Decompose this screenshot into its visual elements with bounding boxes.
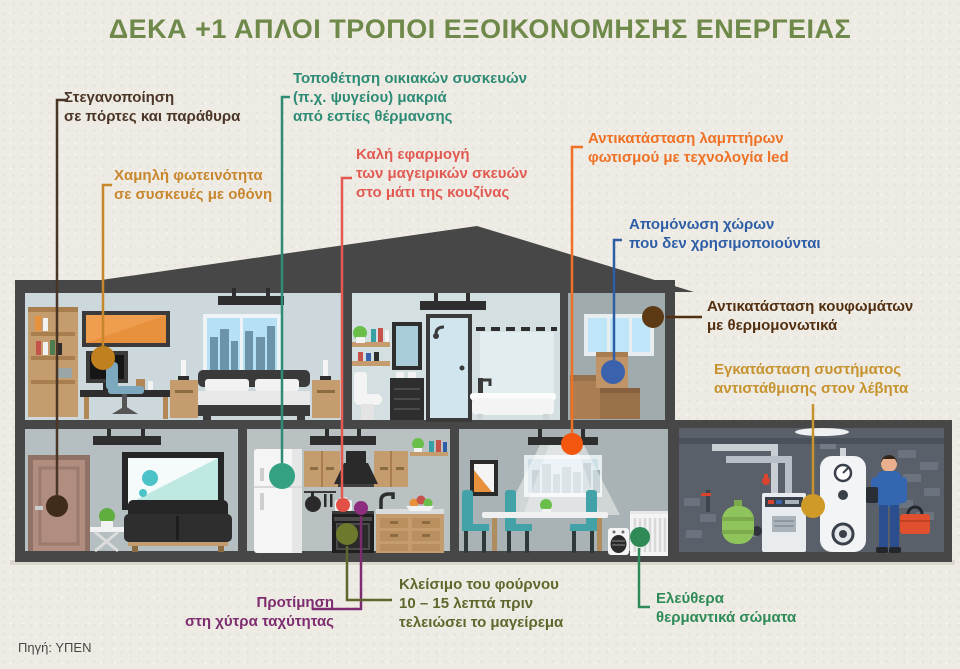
dining-wall-art: [470, 460, 498, 496]
tip-led-lighting: Αντικατάσταση λαμπτήρων φωτισμού με τεχν…: [588, 130, 789, 166]
hanging-utensils: [304, 491, 336, 512]
bathroom-shelves: [352, 326, 390, 366]
bathroom-fixtures: [352, 293, 557, 422]
tip-pressure-cooker: Προτίμηση στη χύτρα ταχύτητας: [184, 594, 334, 630]
shower-cabin: [426, 314, 472, 422]
tip-unobstructed-radiators: Ελεύθερα θερμαντικά σώματα: [656, 590, 797, 626]
expansion-tank: [722, 500, 754, 544]
basement-ceiling-duct: [679, 438, 944, 444]
tip-insulated-frames: Αντικατάσταση κουφωμάτων με θερμομονωτικ…: [707, 298, 914, 334]
callout-line-isolate: [612, 238, 622, 360]
callout-dot-lamp: [561, 433, 583, 455]
heating-pipes: [701, 444, 792, 536]
page-title: ΔΕΚΑ +1 ΑΠΛΟΙ ΤΡΟΠΟΙ ΕΞΟΙΚΟΝΟΜΗΣΗΣ ΕΝΕΡΓ…: [108, 14, 852, 44]
toilet: [354, 372, 382, 420]
wall-art: [82, 311, 170, 347]
living-ceiling-light: [93, 429, 161, 445]
fruit-bowl: [406, 495, 434, 511]
bathroom-ceiling-light: [420, 293, 486, 310]
boiler: [820, 448, 866, 552]
technician: [866, 455, 930, 553]
basement-ceiling-lamp: [795, 428, 849, 436]
callout-dot-monitor: [91, 346, 115, 370]
tip-boiler-compensation: Εγκατάσταση συστήματος αντιστάθμισης στο…: [714, 361, 909, 397]
furnace-unit: [762, 493, 806, 552]
tip-oven-off-early: Κλείσιμο του φούρνου 10 – 15 λεπτά πριν …: [399, 576, 564, 631]
callout-line-led: [570, 145, 583, 433]
callout-dot-pressure-cooker: [354, 501, 368, 515]
sink-faucet: [379, 492, 395, 509]
callout-line-pots: [340, 176, 352, 498]
bedroom-window: [203, 314, 281, 374]
upper-cabinets-hood: [304, 451, 408, 487]
tip-appliances-away-heat: Τοποθέτηση οικιακών συσκευών (π.χ. ψυγεί…: [293, 70, 527, 125]
kitchen-shelf: [410, 438, 448, 456]
dining-room-furniture: [462, 429, 668, 556]
callout-line-seal: [55, 98, 68, 495]
tip-isolate-unused-rooms: Απομόνωση χώρων που δεν χρησιμοποιούνται: [629, 216, 821, 252]
counter-drawers: [376, 509, 444, 553]
tip-low-screen-brightness: Χαμηλή φωτεινότητα σε συσκευές με οθόνη: [114, 167, 273, 203]
portable-heater: [608, 528, 629, 555]
callout-dot-oven: [336, 523, 358, 545]
bathtub-shower-curtain: [470, 327, 557, 420]
callout-line-radiators: [637, 548, 650, 609]
callout-dot-front-door: [46, 495, 68, 517]
office-chair: [106, 362, 144, 414]
bedroom-ceiling-light: [218, 288, 284, 305]
sofa: [124, 500, 232, 552]
front-door: [28, 455, 90, 551]
callout-dot-radiator: [630, 527, 650, 547]
source-credit: Πηγή: ΥΠΕΝ: [18, 640, 92, 655]
callout-dot-window-frame: [642, 306, 664, 328]
tip-pots-fit-burner: Καλή εφαρμογή των μαγειρικών σκευών στο …: [356, 146, 528, 201]
callout-dot-pot: [336, 498, 350, 512]
callout-dot-attic: [601, 360, 625, 384]
side-table-plant: [90, 508, 124, 553]
roof: [18, 226, 694, 292]
callout-line-cooker: [312, 516, 363, 611]
bathroom-vanity: [390, 372, 424, 420]
callout-line-oven: [345, 546, 392, 602]
dining-table-chairs: [462, 490, 608, 553]
boiler-room-contents: [679, 428, 944, 553]
callout-line-brightness: [101, 183, 112, 346]
tip-seal-doors-windows: Στεγανοποίηση σε πόρτες και παράθυρα: [64, 89, 241, 125]
kitchen-furniture: [254, 429, 448, 553]
bookshelf: [28, 307, 78, 417]
callout-dot-boiler: [801, 494, 825, 518]
bed: [198, 370, 310, 420]
nightstand-right: [312, 360, 340, 418]
bathroom-mirror: [392, 322, 422, 370]
callout-line-appliances: [280, 95, 290, 463]
nightstand-left: [170, 360, 198, 418]
callout-dot-fridge: [269, 463, 295, 489]
living-room-furniture: [28, 429, 232, 553]
